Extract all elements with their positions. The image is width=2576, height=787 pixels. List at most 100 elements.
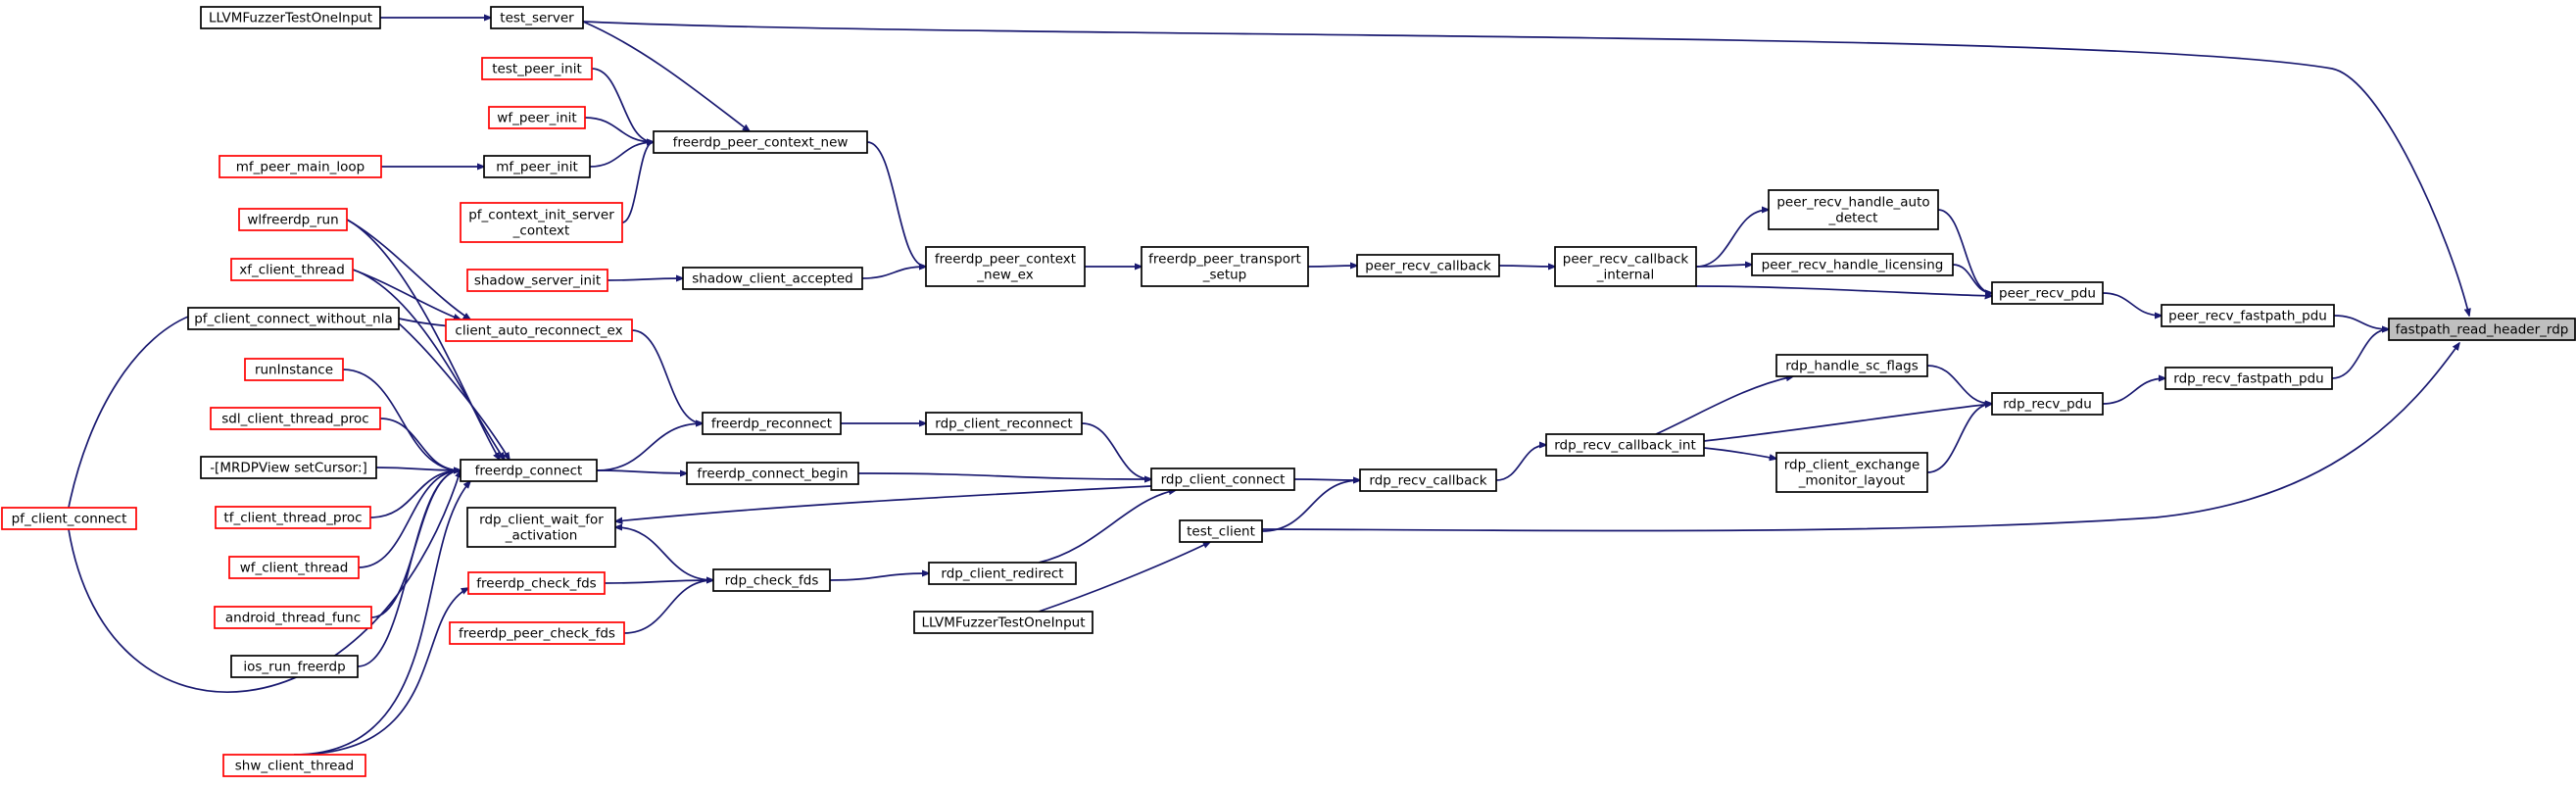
node-MRDPView_setCursor[interactable]: -[MRDPView setCursor:] xyxy=(200,456,377,479)
node-box-rdp_check_fds[interactable] xyxy=(712,568,831,592)
node-box-wf_client_thread[interactable] xyxy=(228,556,360,579)
node-test_peer_init[interactable]: test_peer_init xyxy=(481,57,593,80)
node-box-tf_client_thread_proc[interactable] xyxy=(215,506,371,529)
node-box-test_client[interactable] xyxy=(1179,519,1263,543)
node-freerdp_reconnect[interactable]: freerdp_reconnect xyxy=(702,412,842,435)
node-box-LLVMFuzzerTestOneInput_a[interactable] xyxy=(200,6,381,29)
node-rdp_check_fds[interactable]: rdp_check_fds xyxy=(712,568,831,592)
node-freerdp_peer_check_fds[interactable]: freerdp_peer_check_fds xyxy=(449,621,625,645)
node-rdp_recv_pdu[interactable]: rdp_recv_pdu xyxy=(1991,392,2104,416)
node-box-ios_run_freerdp[interactable] xyxy=(230,655,359,678)
node-box-LLVMFuzzerTestOneInput_b[interactable] xyxy=(913,611,1094,634)
node-box-android_thread_func[interactable] xyxy=(214,606,372,629)
node-rdp_client_reconnect[interactable]: rdp_client_reconnect xyxy=(925,412,1083,435)
node-box-freerdp_peer_transport_setup[interactable] xyxy=(1141,246,1309,287)
node-box-shadow_server_init[interactable] xyxy=(466,269,608,292)
node-rdp_client_connect[interactable]: rdp_client_connect xyxy=(1150,467,1295,491)
node-xf_client_thread[interactable]: xf_client_thread xyxy=(230,258,354,281)
node-wf_peer_init[interactable]: wf_peer_init xyxy=(488,106,586,129)
node-ios_run_freerdp[interactable]: ios_run_freerdp xyxy=(230,655,359,678)
node-peer_recv_callback[interactable]: peer_recv_callback xyxy=(1356,254,1500,277)
node-peer_recv_callback_internal[interactable]: peer_recv_callback_internal xyxy=(1554,246,1697,287)
node-LLVMFuzzerTestOneInput_a[interactable]: LLVMFuzzerTestOneInput xyxy=(200,6,381,29)
node-runInstance[interactable]: runInstance xyxy=(244,358,344,381)
node-box-freerdp_connect[interactable] xyxy=(460,459,598,482)
node-freerdp_peer_context_new[interactable]: freerdp_peer_context_new xyxy=(653,130,868,154)
node-peer_recv_fastpath_pdu[interactable]: peer_recv_fastpath_pdu xyxy=(2161,304,2335,327)
node-peer_recv_handle_licensing[interactable]: peer_recv_handle_licensing xyxy=(1751,253,1954,276)
node-box-test_peer_init[interactable] xyxy=(481,57,593,80)
node-box-shadow_client_accepted[interactable] xyxy=(682,267,863,290)
node-box-freerdp_peer_context_new[interactable] xyxy=(653,130,868,154)
node-pf_client_connect[interactable]: pf_client_connect xyxy=(1,507,137,530)
node-box-pf_context_init_server_context[interactable] xyxy=(460,202,623,243)
node-box-rdp_client_redirect[interactable] xyxy=(928,562,1077,585)
node-box-rdp_client_exchange_monitor_layout[interactable] xyxy=(1775,452,1928,493)
node-mf_peer_main_loop[interactable]: mf_peer_main_loop xyxy=(219,155,382,178)
node-box-peer_recv_handle_auto_detect[interactable] xyxy=(1768,189,1939,230)
node-box-freerdp_check_fds[interactable] xyxy=(467,571,606,595)
node-box-rdp_handle_sc_flags[interactable] xyxy=(1775,354,1928,377)
node-box-freerdp_peer_check_fds[interactable] xyxy=(449,621,625,645)
node-android_thread_func[interactable]: android_thread_func xyxy=(214,606,372,629)
node-box-test_server[interactable] xyxy=(490,6,584,29)
node-rdp_recv_callback_int[interactable]: rdp_recv_callback_int xyxy=(1545,433,1705,457)
node-shadow_server_init[interactable]: shadow_server_init xyxy=(466,269,608,292)
node-box-xf_client_thread[interactable] xyxy=(230,258,354,281)
node-box-mf_peer_main_loop[interactable] xyxy=(219,155,382,178)
node-freerdp_peer_context_new_ex[interactable]: freerdp_peer_context_new_ex xyxy=(925,246,1086,287)
node-mf_peer_init[interactable]: mf_peer_init xyxy=(483,155,591,178)
node-box-wlfreerdp_run[interactable] xyxy=(238,208,348,231)
node-box-runInstance[interactable] xyxy=(244,358,344,381)
node-freerdp_connect_begin[interactable]: freerdp_connect_begin xyxy=(686,462,859,485)
node-box-rdp_recv_callback_int[interactable] xyxy=(1545,433,1705,457)
node-box-sdl_client_thread_proc[interactable] xyxy=(210,407,381,430)
node-box-client_auto_reconnect_ex[interactable] xyxy=(445,319,633,342)
node-box-rdp_client_reconnect[interactable] xyxy=(925,412,1083,435)
node-test_client[interactable]: test_client xyxy=(1179,519,1263,543)
node-test_server[interactable]: test_server xyxy=(490,6,584,29)
node-shadow_client_accepted[interactable]: shadow_client_accepted xyxy=(682,267,863,290)
node-wlfreerdp_run[interactable]: wlfreerdp_run xyxy=(238,208,348,231)
node-box-pf_client_connect[interactable] xyxy=(1,507,137,530)
node-freerdp_check_fds[interactable]: freerdp_check_fds xyxy=(467,571,606,595)
node-rdp_recv_callback[interactable]: rdp_recv_callback xyxy=(1359,468,1497,492)
node-freerdp_connect[interactable]: freerdp_connect xyxy=(460,459,598,482)
node-rdp_recv_fastpath_pdu[interactable]: rdp_recv_fastpath_pdu xyxy=(2164,367,2333,390)
node-fastpath_read_header_rdp[interactable]: fastpath_read_header_rdp xyxy=(2388,318,2576,341)
node-pf_client_connect_without_nla[interactable]: pf_client_connect_without_nla xyxy=(187,307,400,330)
node-box-pf_client_connect_without_nla[interactable] xyxy=(187,307,400,330)
node-box-rdp_client_wait_for_activation[interactable] xyxy=(466,507,616,548)
node-box-peer_recv_callback_internal[interactable] xyxy=(1554,246,1697,287)
node-rdp_client_wait_for_activation[interactable]: rdp_client_wait_for_activation xyxy=(466,507,616,548)
node-box-mf_peer_init[interactable] xyxy=(483,155,591,178)
node-peer_recv_pdu[interactable]: peer_recv_pdu xyxy=(1991,281,2104,305)
node-wf_client_thread[interactable]: wf_client_thread xyxy=(228,556,360,579)
node-box-freerdp_reconnect[interactable] xyxy=(702,412,842,435)
node-pf_context_init_server_context[interactable]: pf_context_init_server_context xyxy=(460,202,623,243)
node-tf_client_thread_proc[interactable]: tf_client_thread_proc xyxy=(215,506,371,529)
node-rdp_handle_sc_flags[interactable]: rdp_handle_sc_flags xyxy=(1775,354,1928,377)
node-shw_client_thread[interactable]: shw_client_thread xyxy=(222,754,366,777)
node-box-fastpath_read_header_rdp[interactable] xyxy=(2388,318,2576,341)
node-box-freerdp_connect_begin[interactable] xyxy=(686,462,859,485)
node-peer_recv_handle_auto_detect[interactable]: peer_recv_handle_auto_detect xyxy=(1768,189,1939,230)
node-box-peer_recv_pdu[interactable] xyxy=(1991,281,2104,305)
node-client_auto_reconnect_ex[interactable]: client_auto_reconnect_ex xyxy=(445,319,633,342)
node-box-freerdp_peer_context_new_ex[interactable] xyxy=(925,246,1086,287)
node-sdl_client_thread_proc[interactable]: sdl_client_thread_proc xyxy=(210,407,381,430)
node-box-wf_peer_init[interactable] xyxy=(488,106,586,129)
node-rdp_client_redirect[interactable]: rdp_client_redirect xyxy=(928,562,1077,585)
node-box-peer_recv_callback[interactable] xyxy=(1356,254,1500,277)
node-freerdp_peer_transport_setup[interactable]: freerdp_peer_transport_setup xyxy=(1141,246,1309,287)
node-box-MRDPView_setCursor[interactable] xyxy=(200,456,377,479)
node-box-rdp_recv_pdu[interactable] xyxy=(1991,392,2104,416)
node-box-rdp_client_connect[interactable] xyxy=(1150,467,1295,491)
node-box-rdp_recv_callback[interactable] xyxy=(1359,468,1497,492)
node-LLVMFuzzerTestOneInput_b[interactable]: LLVMFuzzerTestOneInput xyxy=(913,611,1094,634)
node-box-rdp_recv_fastpath_pdu[interactable] xyxy=(2164,367,2333,390)
node-box-shw_client_thread[interactable] xyxy=(222,754,366,777)
node-box-peer_recv_handle_licensing[interactable] xyxy=(1751,253,1954,276)
node-box-peer_recv_fastpath_pdu[interactable] xyxy=(2161,304,2335,327)
node-rdp_client_exchange_monitor_layout[interactable]: rdp_client_exchange_monitor_layout xyxy=(1775,452,1928,493)
